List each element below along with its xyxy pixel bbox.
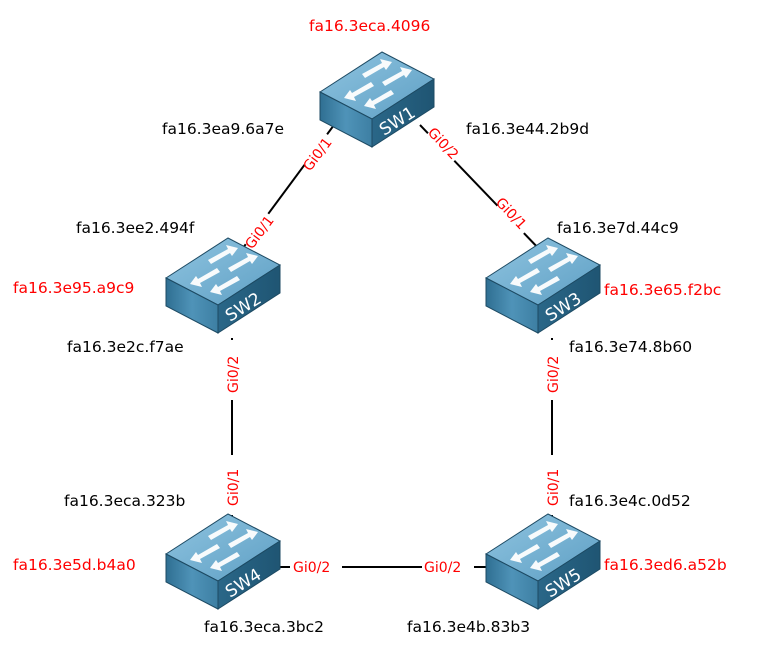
bridge-mac-sw1: fa16.3eca.4096 xyxy=(309,17,430,35)
bridge-mac-sw5: fa16.3ed6.a52b xyxy=(604,556,727,574)
switch-icon xyxy=(485,237,601,334)
port-mac-sw5-gi0-2: fa16.3e4b.83b3 xyxy=(407,618,530,636)
switch-icon xyxy=(485,513,601,610)
switch-icon xyxy=(319,51,435,148)
port-mac-sw4-gi0-2: fa16.3eca.3bc2 xyxy=(204,618,324,636)
bridge-mac-sw4: fa16.3e5d.b4a0 xyxy=(13,556,136,574)
switch-sw5[interactable]: SW5 xyxy=(485,513,601,610)
bridge-mac-sw2: fa16.3e95.a9c9 xyxy=(13,279,134,297)
switch-sw1[interactable]: SW1 xyxy=(319,51,435,148)
port-mac-sw3-gi0-2: fa16.3e74.8b60 xyxy=(569,338,692,356)
port-mac-sw2-gi0-2: fa16.3e2c.f7ae xyxy=(67,338,184,356)
links xyxy=(231,124,553,568)
switch-sw3[interactable]: SW3 xyxy=(485,237,601,334)
port-label-sw4-gi0-2: Gi0/2 xyxy=(293,560,330,576)
port-label-sw5-gi0-2: Gi0/2 xyxy=(424,560,461,576)
port-mac-sw5-gi0-1: fa16.3e4c.0d52 xyxy=(569,492,691,510)
port-mac-sw1-gi0-1: fa16.3ea9.6a7e xyxy=(162,120,284,138)
port-mac-sw4-gi0-1: fa16.3eca.323b xyxy=(64,492,185,510)
port-mac-sw1-gi0-2: fa16.3e44.2b9d xyxy=(466,120,589,138)
port-mac-sw3-gi0-1: fa16.3e7d.44c9 xyxy=(557,219,679,237)
port-label-sw4-gi0-1: Gi0/1 xyxy=(226,469,242,506)
port-label-sw3-gi0-2: Gi0/2 xyxy=(546,356,562,393)
port-label-sw2-gi0-2: Gi0/2 xyxy=(226,356,242,393)
port-label-sw5-gi0-1: Gi0/1 xyxy=(546,469,562,506)
switch-icon xyxy=(165,513,281,610)
port-mac-sw2-gi0-1: fa16.3ee2.494f xyxy=(76,219,195,237)
port-label-backgrounds xyxy=(222,120,562,577)
switch-sw4[interactable]: SW4 xyxy=(165,513,281,610)
bridge-mac-sw3: fa16.3e65.f2bc xyxy=(604,281,721,299)
